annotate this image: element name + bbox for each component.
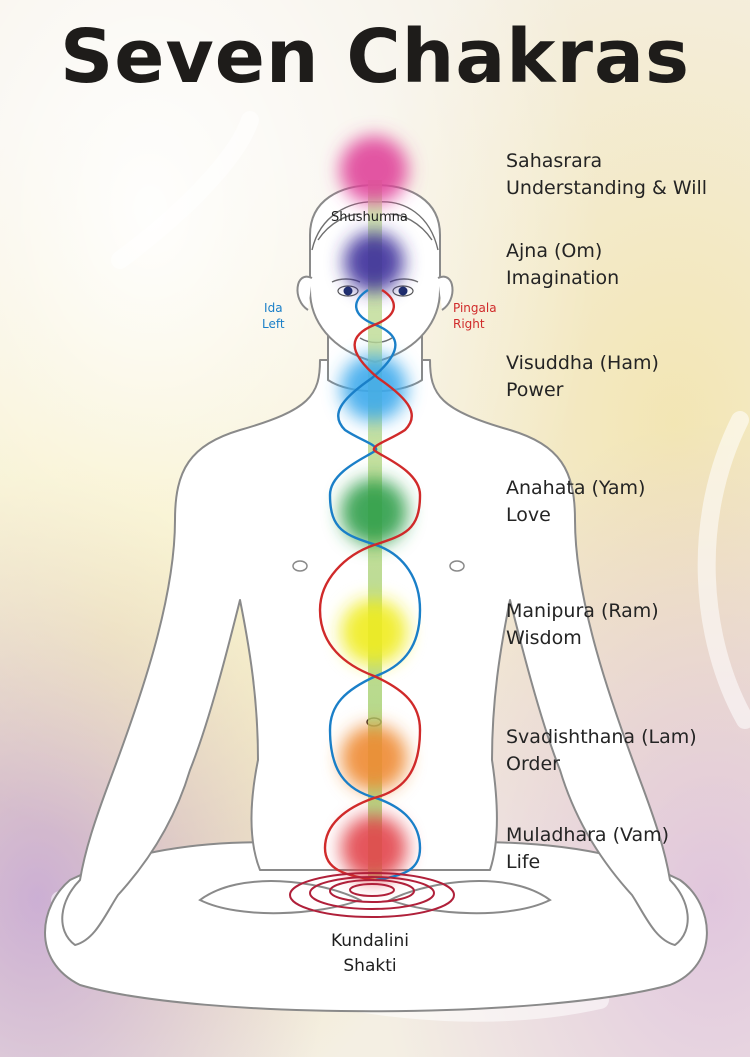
chakra-name: Svadishthana (Lam): [506, 726, 697, 748]
chakra-quality: Wisdom: [506, 627, 582, 649]
chakra-glow-ajna: [344, 232, 404, 292]
chakra-name: Muladhara (Vam): [506, 824, 670, 846]
chakra-quality: Life: [506, 851, 541, 873]
chakra-label-visuddha: Visuddha (Ham) Power: [506, 350, 659, 404]
chakra-glow-muladhara: [341, 815, 407, 881]
chakra-label-sahasrara: Sahasrara Understanding & Will: [506, 148, 707, 202]
ida-label: Ida Left: [262, 300, 285, 332]
kundalini-line1: Kundalini: [330, 931, 409, 951]
chakra-label-muladhara: Muladhara (Vam) Life: [506, 822, 669, 876]
chakra-name: Manipura (Ram): [506, 600, 659, 622]
chakra-quality: Love: [506, 504, 551, 526]
chakra-name: Ajna (Om): [506, 240, 603, 262]
pingala-channel: [318, 288, 422, 882]
ida-name: Ida: [264, 301, 283, 315]
chakra-quality: Imagination: [506, 267, 620, 289]
kundalini-spiral: [289, 872, 455, 918]
chakra-quality: Understanding & Will: [506, 177, 708, 199]
chakra-label-svadishthana: Svadishthana (Lam) Order: [506, 724, 697, 778]
kundalini-label: Kundalini Shakti: [305, 929, 435, 979]
eyes: [337, 285, 414, 297]
chakra-label-manipura: Manipura (Ram) Wisdom: [506, 598, 659, 652]
pingala-side: Right: [453, 317, 485, 331]
chakra-glow-anahata: [341, 479, 407, 545]
ida-side: Left: [262, 317, 285, 331]
chakra-glow-visuddha: [341, 355, 407, 421]
chakra-quality: Power: [506, 379, 564, 401]
kundalini-line2: Shakti: [343, 956, 397, 976]
page-title: Seven Chakras: [60, 14, 690, 100]
chakra-name: Sahasrara: [506, 150, 603, 172]
pingala-label: Pingala Right: [453, 300, 497, 332]
chakra-glow-manipura: [341, 599, 407, 665]
chakra-name: Visuddha (Ham): [506, 352, 659, 374]
chakra-glow-svadishthana: [341, 725, 407, 791]
chakra-glow-sahasrara: [340, 136, 408, 204]
chakra-quality: Order: [506, 753, 560, 775]
shushumna-label: Shushumna: [331, 210, 408, 225]
chakra-name: Anahata (Yam): [506, 477, 646, 499]
chakra-glows: [340, 136, 408, 881]
chakra-label-anahata: Anahata (Yam) Love: [506, 475, 645, 529]
pingala-name: Pingala: [453, 301, 497, 315]
chakra-label-ajna: Ajna (Om) Imagination: [506, 238, 619, 292]
